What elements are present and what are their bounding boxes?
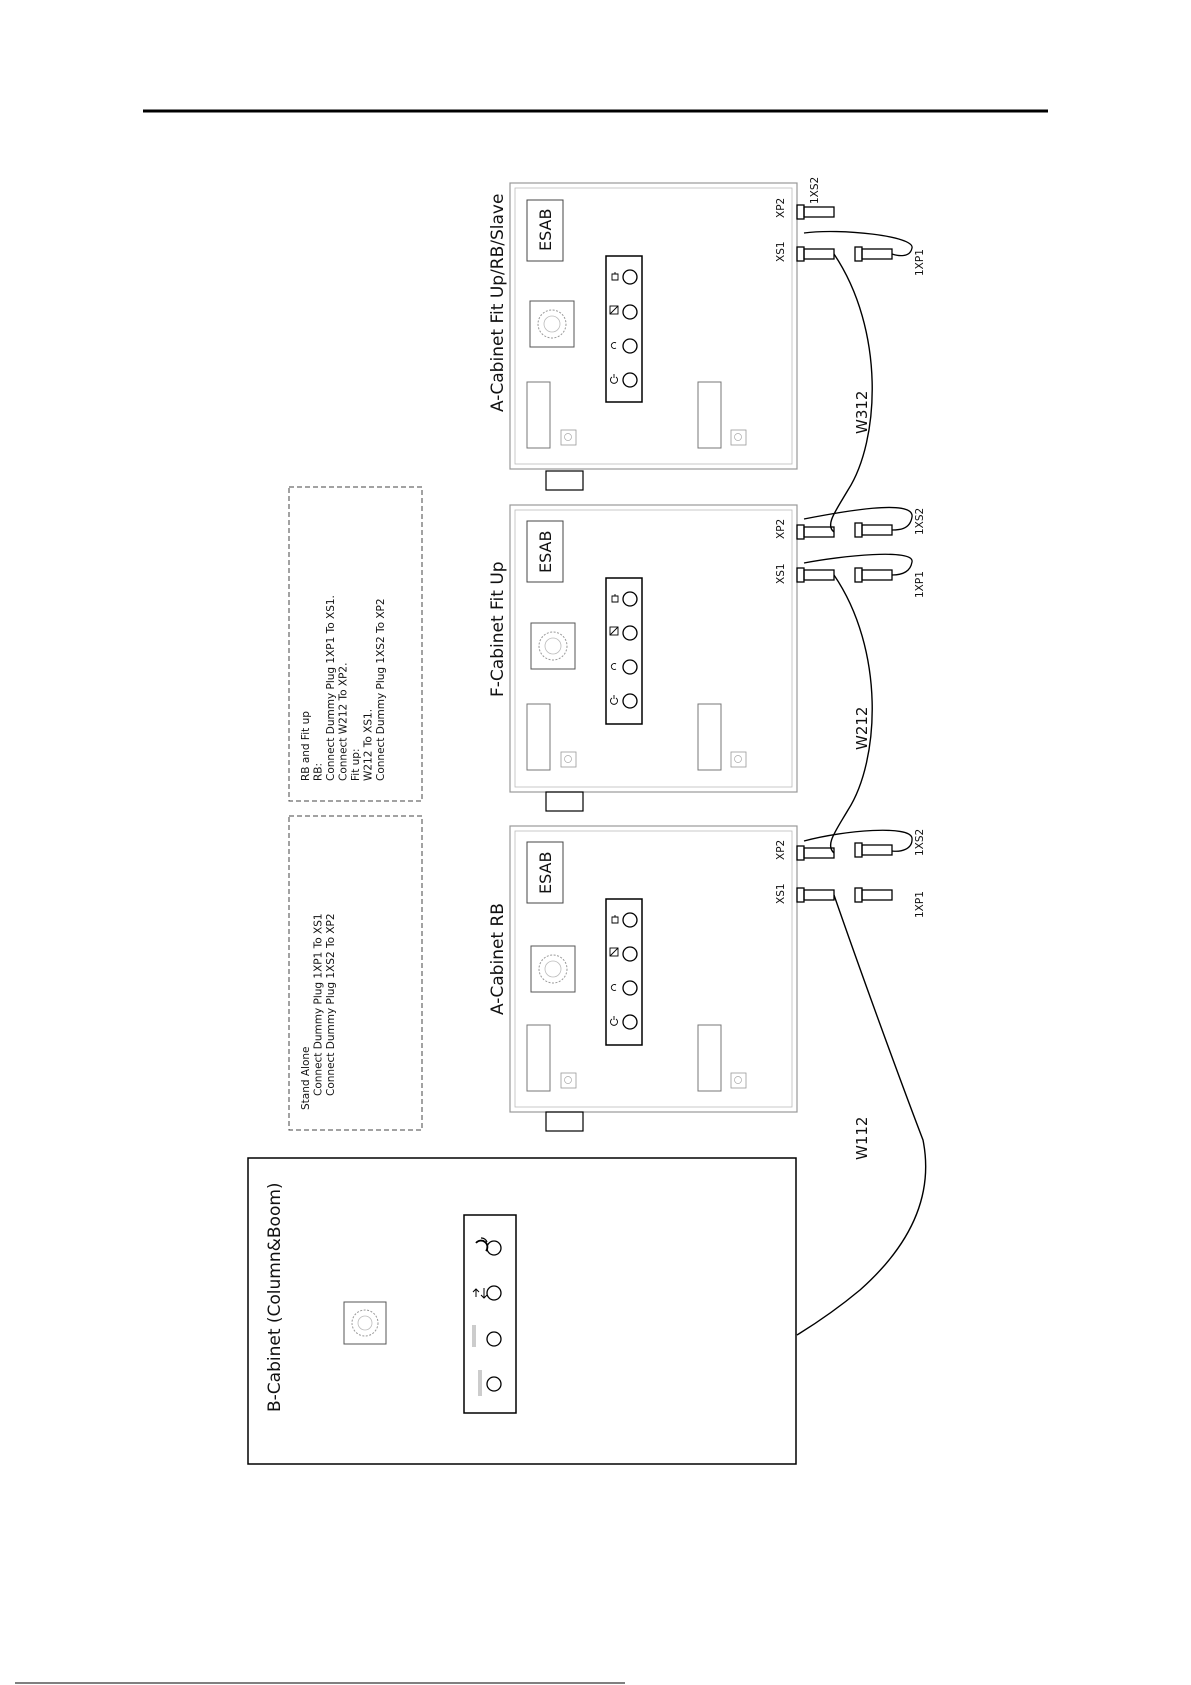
note-standalone: Stand Alone Connect Dummy Plug 1XP1 To X… bbox=[288, 815, 423, 1131]
reset-icon bbox=[610, 980, 638, 996]
esab-brand-label: ESAB bbox=[536, 209, 555, 251]
note-line: Fit up: bbox=[350, 748, 362, 781]
esab-brand-label: ESAB bbox=[536, 852, 555, 894]
display-window bbox=[526, 1024, 551, 1092]
note-line: Connect W212 To XP2. bbox=[338, 663, 350, 781]
cabinet-tab bbox=[545, 1111, 584, 1132]
rotate-icon bbox=[475, 1237, 489, 1252]
cabinet-tab bbox=[545, 791, 584, 812]
socket-label-xs1: XS1 bbox=[775, 883, 787, 904]
svg-text:Stand Alone Connect Dumm: Stand Alone Connect Dummy Plug 1XP1 To X… bbox=[300, 910, 337, 1110]
plug-label-1xp1: 1XP1 bbox=[914, 891, 926, 918]
socket-xp2 bbox=[796, 204, 805, 220]
control-button bbox=[486, 1240, 502, 1256]
joystick-icon bbox=[472, 1288, 488, 1299]
plug-label-1xs2: 1XS2 bbox=[809, 177, 821, 204]
socket-xs1 bbox=[796, 567, 805, 583]
note-line: Stand Alone bbox=[300, 1046, 312, 1110]
esab-logo-box bbox=[526, 841, 564, 904]
hold-icon bbox=[611, 591, 638, 607]
reset-icon bbox=[610, 659, 638, 675]
cable-label-w312: W312 bbox=[853, 391, 871, 434]
display-window bbox=[697, 1024, 722, 1092]
esab-logo-box bbox=[526, 199, 564, 262]
socket-label-xp2: XP2 bbox=[775, 198, 787, 218]
cabinet-title: F-Cabinet Fit Up bbox=[488, 561, 508, 697]
edit-icon bbox=[609, 946, 638, 962]
control-button bbox=[486, 1376, 502, 1392]
panel-marking bbox=[472, 1325, 482, 1396]
note-line: W212 To XS1. bbox=[363, 709, 375, 781]
dummy-plug-1xs2 bbox=[854, 522, 863, 538]
edit-icon bbox=[609, 625, 638, 641]
display-window bbox=[526, 703, 551, 771]
socket-xs1 bbox=[796, 246, 805, 262]
display-window bbox=[697, 381, 722, 449]
cabinet-f-fitup: F-Cabinet Fit Up ESAB XP2 XS1 1XS2 1XP1 bbox=[488, 504, 926, 812]
cabinet-title: A-Cabinet Fit Up/RB/Slave bbox=[488, 194, 508, 412]
power-icon bbox=[610, 693, 638, 709]
plug-label-1xs2: 1XS2 bbox=[914, 829, 926, 856]
socket-label-xp2: XP2 bbox=[775, 840, 787, 860]
socket-label-xs1: XS1 bbox=[775, 563, 787, 584]
button-panel bbox=[463, 1214, 517, 1414]
note-line: Connect Dummy Plug 1XS2 To XP2 bbox=[375, 598, 387, 781]
power-icon bbox=[610, 1014, 638, 1030]
socket-label-xs1: XS1 bbox=[775, 241, 787, 262]
note-line: RB and Fit up bbox=[300, 711, 312, 781]
dummy-plug-1xp1 bbox=[854, 246, 863, 262]
note-line: Connect Dummy Plug 1XS2 To XP2 bbox=[325, 913, 337, 1096]
cabinet-tab bbox=[545, 470, 584, 491]
esab-brand-label: ESAB bbox=[536, 531, 555, 573]
plug-label-1xp1: 1XP1 bbox=[914, 571, 926, 598]
emergency-stop-icon bbox=[529, 300, 575, 348]
note-rb-fitup: RB and Fit up RB: Connect Dummy Plug 1XP… bbox=[288, 486, 423, 802]
cable-label-w212: W212 bbox=[853, 707, 871, 750]
cabinet-title: A-Cabinet RB bbox=[488, 903, 508, 1015]
button-panel bbox=[605, 577, 643, 725]
esab-logo-box bbox=[526, 520, 564, 583]
control-button bbox=[486, 1285, 502, 1301]
plug-label-1xp1: 1XP1 bbox=[914, 249, 926, 276]
emergency-stop-icon bbox=[530, 622, 576, 670]
reset-icon bbox=[610, 338, 638, 354]
socket-label-xp2: XP2 bbox=[775, 519, 787, 539]
socket-xs1 bbox=[796, 887, 805, 903]
display-window bbox=[526, 381, 551, 449]
cable-w112: W112 bbox=[796, 894, 927, 1336]
control-button bbox=[486, 1331, 502, 1347]
button-panel bbox=[605, 255, 643, 403]
cable-w212: W212 bbox=[803, 574, 913, 854]
svg-text:RB and Fit up RB:: RB and Fit up RB: Connect Dummy Plug 1XP… bbox=[300, 592, 387, 781]
hold-icon bbox=[611, 269, 638, 285]
emergency-stop-icon bbox=[343, 1301, 387, 1345]
cabinet-a-rb: A-Cabinet RB ESAB XP2 XS1 1XS2 1XP1 bbox=[488, 825, 926, 1132]
cabinet-b-column-boom: B-Cabinet (Column&Boom) bbox=[247, 1157, 797, 1465]
emergency-stop-icon bbox=[530, 945, 576, 993]
dummy-plug-1xp1 bbox=[854, 887, 863, 903]
dummy-plug-1xs2 bbox=[854, 842, 863, 858]
note-line: RB: bbox=[313, 763, 325, 781]
hold-icon bbox=[611, 912, 638, 928]
plug-label-1xs2: 1XS2 bbox=[914, 508, 926, 535]
cable-label-w112: W112 bbox=[853, 1117, 871, 1160]
button-panel bbox=[605, 898, 643, 1046]
cabinet-title: B-Cabinet (Column&Boom) bbox=[265, 1182, 285, 1412]
socket-xp2 bbox=[796, 524, 805, 540]
display-window bbox=[697, 703, 722, 771]
cable-w312: W312 bbox=[829, 253, 873, 533]
power-icon bbox=[610, 372, 638, 388]
edit-icon bbox=[609, 304, 638, 320]
note-line: Connect Dummy Plug 1XP1 To XS1 bbox=[313, 913, 325, 1096]
cabinet-a-slave: A-Cabinet Fit Up/RB/Slave ESAB XP2 XS bbox=[488, 177, 926, 491]
note-line: Connect Dummy Plug 1XP1 To XS1. bbox=[325, 595, 337, 781]
dummy-plug-1xp1 bbox=[854, 567, 863, 583]
socket-xp2 bbox=[796, 845, 805, 861]
